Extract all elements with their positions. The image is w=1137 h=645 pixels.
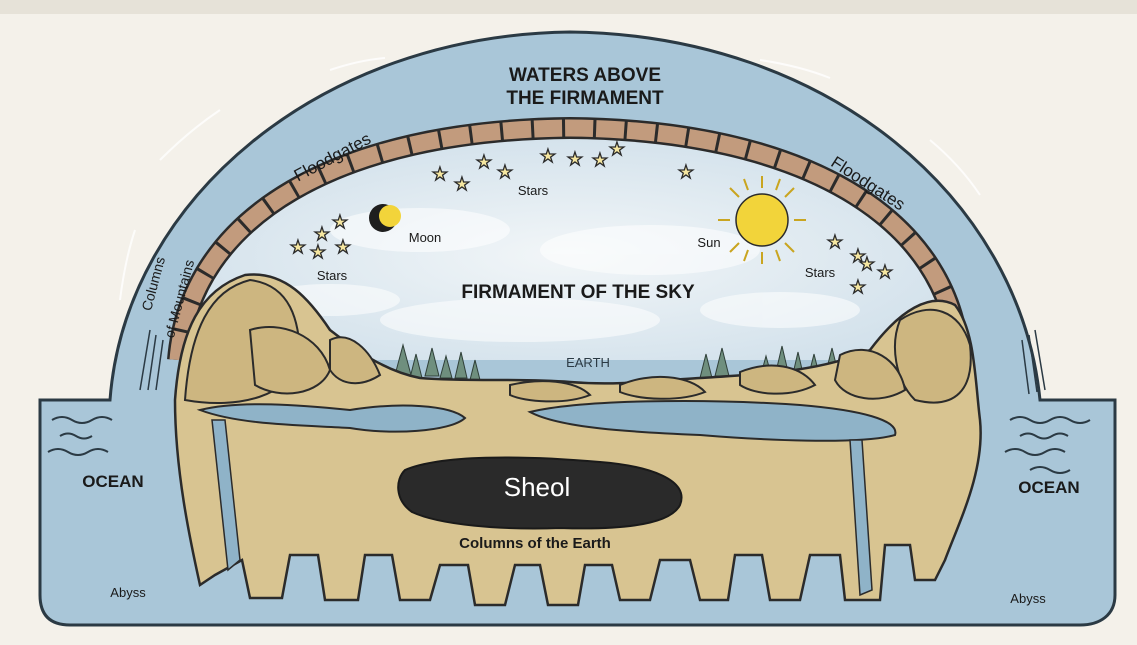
- svg-text:★: ★: [877, 262, 893, 282]
- svg-text:★: ★: [609, 139, 625, 159]
- svg-text:★: ★: [678, 162, 694, 182]
- sun-label: Sun: [697, 235, 720, 250]
- svg-text:★: ★: [859, 254, 875, 274]
- stars-right-label: Stars: [805, 265, 836, 280]
- stars-left-label: Stars: [317, 268, 348, 283]
- svg-text:★: ★: [497, 162, 513, 182]
- svg-text:★: ★: [314, 224, 330, 244]
- abyss-right-label: Abyss: [1010, 591, 1046, 606]
- svg-text:★: ★: [827, 232, 843, 252]
- ocean-right-label: OCEAN: [1018, 478, 1079, 497]
- ocean-left-label: OCEAN: [82, 472, 143, 491]
- svg-text:★: ★: [310, 242, 326, 262]
- firmament-of-sky-label: FIRMAMENT OF THE SKY: [461, 282, 695, 303]
- svg-text:★: ★: [290, 237, 306, 257]
- svg-text:★: ★: [567, 149, 583, 169]
- svg-text:★: ★: [332, 212, 348, 232]
- svg-text:★: ★: [540, 146, 556, 166]
- abyss-left-label: Abyss: [110, 585, 146, 600]
- svg-text:★: ★: [592, 150, 608, 170]
- svg-text:★: ★: [335, 237, 351, 257]
- svg-text:★: ★: [432, 164, 448, 184]
- stars-top-label: Stars: [518, 183, 549, 198]
- moon-label: Moon: [409, 230, 442, 245]
- columns-of-earth-label: Columns of the Earth: [459, 535, 611, 552]
- earth-label: EARTH: [566, 355, 610, 370]
- svg-text:★: ★: [476, 152, 492, 172]
- waters-above-label-line1: WATERS ABOVE: [509, 65, 661, 86]
- waters-above-label-line2: THE FIRMAMENT: [506, 88, 664, 109]
- svg-text:★: ★: [850, 277, 866, 297]
- sheol-label: Sheol: [504, 472, 571, 502]
- top-shadow-strip: [0, 0, 1137, 14]
- svg-text:★: ★: [454, 174, 470, 194]
